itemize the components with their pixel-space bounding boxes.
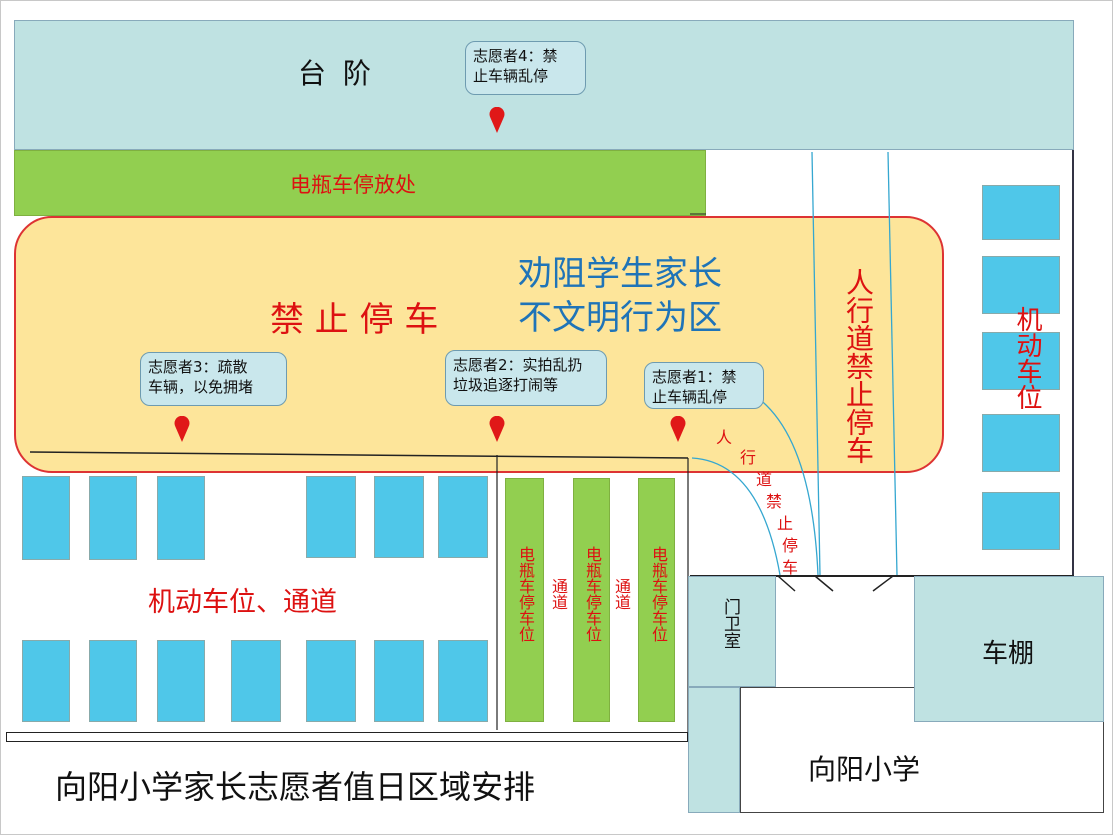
callout-line: 志愿者1：禁 [652, 368, 737, 386]
location-pin-icon [670, 416, 686, 442]
walkway-large-label: 人行道禁止停车 [842, 268, 875, 464]
volunteer-callout: 志愿者4：禁 止车辆乱停 [465, 41, 586, 95]
no-parking-label: 禁 止 停 车 [270, 300, 439, 340]
volunteer-callout: 志愿者3：疏散 车辆，以免拥堵 [140, 352, 287, 406]
parking-space [982, 492, 1060, 550]
bike-shed [914, 576, 1104, 722]
volunteer-callout: 志愿者2：实拍乱扔 垃圾追逐打闹等 [445, 350, 607, 406]
guard-room [688, 576, 776, 687]
volunteer-callout: 志愿者1：禁 止车辆乱停 [644, 362, 764, 409]
ebike-parking-top-label: 电瓶车停放处 [290, 173, 416, 197]
parking-space [374, 640, 424, 722]
ebike-slot [505, 478, 544, 722]
callout-line: 志愿者4：禁 [473, 47, 558, 65]
parking-space [231, 640, 281, 722]
parking-space [374, 476, 424, 558]
parking-space [438, 476, 488, 558]
parking-space [438, 640, 488, 722]
walkway-small-char: 停 [782, 536, 799, 555]
road-strip [6, 732, 688, 742]
bike-shed-label: 车棚 [982, 639, 1035, 669]
parking-space [22, 476, 70, 560]
location-pin-icon [489, 107, 505, 133]
motor-parking-left-label: 机动车位、通道 [148, 587, 337, 618]
no-parking-zone [14, 216, 944, 473]
zone-title-line2: 不文明行为区 [518, 298, 722, 338]
ebike-slot [573, 478, 610, 722]
walkway-small-char: 禁 [766, 492, 783, 511]
location-pin-icon [174, 416, 190, 442]
school-label: 向阳小学 [808, 753, 921, 786]
ebike-slot-label: 电瓶车停车位 [516, 546, 535, 642]
school-side-wall [688, 687, 740, 813]
guard-room-label: 门卫室 [720, 598, 740, 649]
walkway-small-char: 道 [756, 470, 773, 489]
ebike-slot-label: 电瓶车停车位 [649, 546, 668, 642]
callout-line: 止车辆乱停 [473, 67, 549, 85]
parking-space [982, 414, 1060, 472]
walkway-small-char: 人 [716, 428, 733, 447]
parking-space [89, 640, 137, 722]
diagram-caption: 向阳小学家长志愿者值日区域安排 [55, 768, 536, 806]
parking-space [982, 332, 1060, 390]
walkway-small-char: 车 [782, 558, 799, 577]
parking-space [982, 185, 1060, 240]
parking-space [89, 476, 137, 560]
walkway-small-char: 行 [740, 448, 757, 467]
location-pin-icon [489, 416, 505, 442]
ebike-slot [638, 478, 675, 722]
callout-line: 车辆，以免拥堵 [148, 378, 254, 396]
steps-label: 台 阶 [298, 57, 375, 90]
callout-line: 垃圾追逐打闹等 [453, 376, 559, 394]
parking-space [306, 476, 356, 558]
callout-line: 志愿者3：疏散 [148, 358, 248, 376]
walkway-small-char: 止 [777, 514, 794, 533]
callout-line: 止车辆乱停 [652, 388, 728, 406]
passage-label: 通道 [549, 578, 568, 610]
parking-space [22, 640, 70, 722]
parking-space [306, 640, 356, 722]
zone-title-line1: 劝阻学生家长 [518, 254, 722, 294]
right-boundary [1072, 150, 1074, 577]
parking-space [982, 256, 1060, 314]
parking-space [157, 640, 205, 722]
ebike-slot-label: 电瓶车停车位 [583, 546, 602, 642]
callout-line: 志愿者2：实拍乱扔 [453, 356, 583, 374]
parking-space [157, 476, 205, 560]
ebike-parking-top [14, 150, 706, 216]
motor-parking-right-label: 机动车位 [1012, 306, 1042, 410]
passage-label: 通道 [612, 578, 631, 610]
